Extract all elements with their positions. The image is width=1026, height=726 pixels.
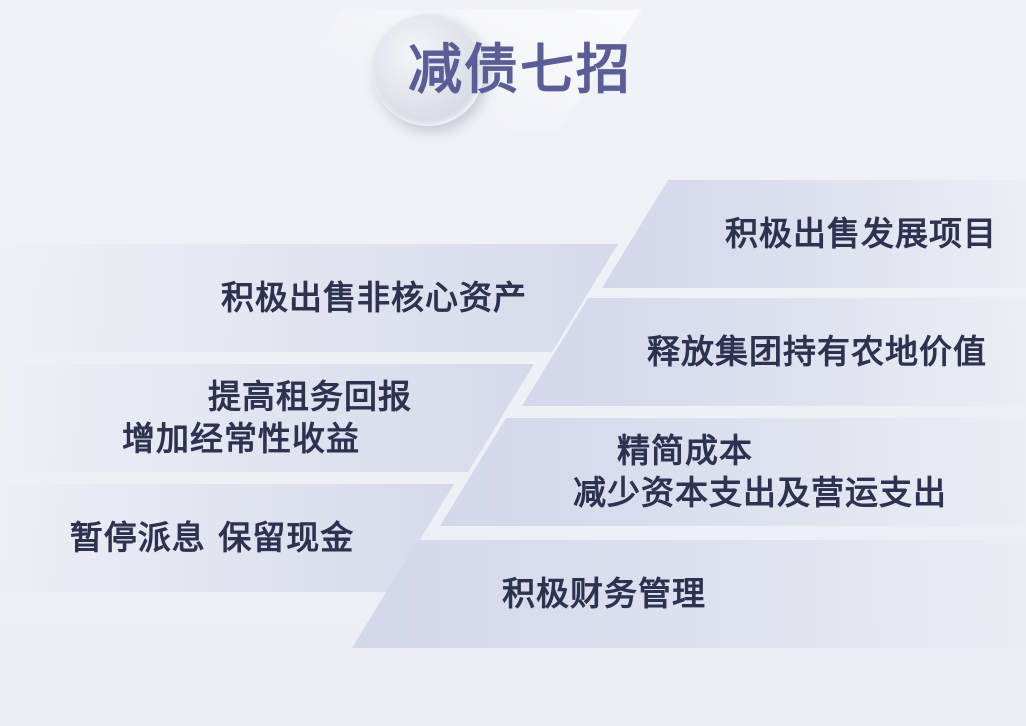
left-band-1: 积极出售非核心资产 (0, 244, 618, 352)
band-text-line: 精简成本 (617, 431, 753, 470)
band-text-line: 释放集团持有农地价值 (647, 332, 987, 371)
title-circle-decoration (372, 14, 484, 126)
band-text-line: 积极出售发展项目 (725, 214, 997, 253)
page-title: 减债七招 (408, 37, 632, 101)
left-band-3: 暂停派息 保留现金 (0, 484, 454, 592)
right-band-4: 积极财务管理 (352, 540, 1026, 648)
band-text-line: 提高租务回报 (208, 377, 412, 416)
left-band-2: 提高租务回报 增加经常性收益 (0, 364, 534, 472)
band-text-line: 减少资本支出及营运支出 (573, 473, 947, 512)
band-text-line: 暂停派息 保留现金 (69, 518, 355, 557)
band-text-line: 增加经常性收益 (122, 419, 360, 458)
band-text-line: 积极财务管理 (502, 574, 706, 613)
band-text-line: 积极出售非核心资产 (221, 278, 527, 317)
right-band-3: 精简成本 减少资本支出及营运支出 (440, 418, 1026, 526)
right-band-2: 释放集团持有农地价值 (522, 298, 1026, 406)
right-band-1: 积极出售发展项目 (602, 180, 1026, 288)
